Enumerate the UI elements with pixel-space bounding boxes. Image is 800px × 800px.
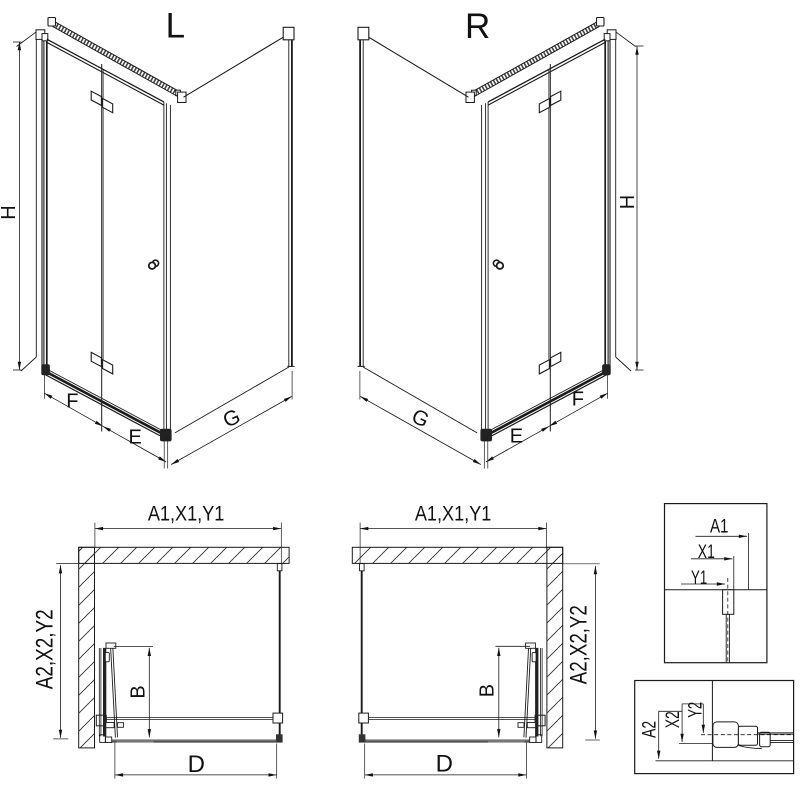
svg-text:E: E [129, 427, 142, 449]
svg-text:X2: X2 [663, 711, 684, 728]
svg-text:Y1: Y1 [691, 568, 707, 589]
svg-text:A2,X2,Y2: A2,X2,Y2 [565, 605, 592, 684]
svg-text:A2: A2 [640, 721, 661, 738]
svg-text:A2,X2,Y2: A2,X2,Y2 [31, 609, 58, 689]
svg-text:B: B [127, 685, 149, 698]
svg-text:B: B [477, 684, 499, 697]
svg-text:Y2: Y2 [685, 702, 706, 718]
svg-text:D: D [188, 751, 205, 778]
svg-text:D: D [436, 751, 453, 778]
svg-text:F: F [66, 391, 78, 413]
svg-text:L: L [166, 7, 185, 46]
svg-text:H: H [617, 195, 639, 209]
svg-text:R: R [465, 7, 490, 46]
svg-text:A1,X1,Y1: A1,X1,Y1 [148, 502, 225, 525]
svg-text:F: F [572, 389, 584, 411]
svg-text:A1: A1 [710, 517, 729, 538]
svg-text:E: E [510, 425, 523, 447]
svg-text:H: H [0, 205, 20, 219]
svg-text:X1: X1 [698, 542, 715, 563]
svg-text:A1,X1,Y1: A1,X1,Y1 [415, 502, 492, 525]
